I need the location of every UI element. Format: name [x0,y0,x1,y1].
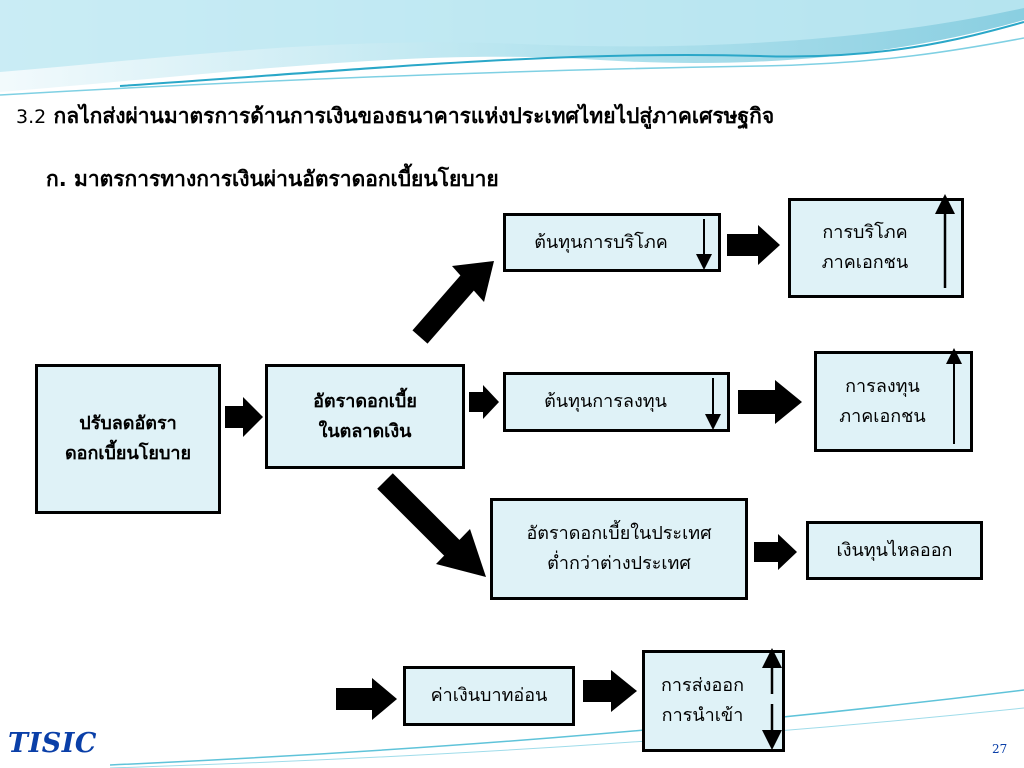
title-number: 3.2 [16,106,47,128]
consumption-cost-label: ต้นทุนการบริโภค [534,231,668,253]
capital-outflow-label: เงินทุนไหลออก [836,539,953,561]
private-consumption-box: การบริโภค ภาคเอกชน [788,198,964,298]
rate-differential-box: อัตราดอกเบี้ยในประเทศ ต่ำกว่าต่างประเทศ [490,498,748,600]
footer-swoosh [109,689,1024,768]
money-market-rate-box: อัตราดอกเบี้ย ในตลาดเงิน [265,364,465,469]
private-investment-line2: ภาคเอกชน [839,405,926,427]
private-consumption-line2: ภาคเอกชน [821,252,909,273]
money-market-line1: อัตราดอกเบี้ย [313,390,417,412]
private-consumption-line1: การบริโภค [822,222,908,244]
header-wave [0,0,1024,96]
slide-title: 3.2 กลไกส่งผ่านมาตรการด้านการเงินของธนาค… [16,100,774,133]
rate-differential-line2: ต่ำกว่าต่างประเทศ [547,553,691,574]
investment-cost-box: ต้นทุนการลงทุน [503,372,730,432]
baht-depreciation-label: ค่าเงินบาทอ่อน [430,685,548,707]
page-number: 27 [992,742,1008,756]
private-investment-box: การลงทุน ภาคเอกชน [814,351,973,452]
slide-subtitle: ก. มาตรการทางการเงินผ่านอัตราดอกเบี้ยนโย… [46,167,499,191]
baht-depreciation-box: ค่าเงินบาทอ่อน [403,666,575,726]
capital-outflow-box: เงินทุนไหลออก [806,521,983,580]
tisic-logo: TISIC [8,728,97,759]
exports-label: การส่งออก [661,675,744,697]
title-text: กลไกส่งผ่านมาตรการด้านการเงินของธนาคารแห… [53,104,775,128]
policy-rate-box: ปรับลดอัตรา ดอกเบี้ยนโยบาย [35,364,221,514]
imports-label: การนำเข้า [661,705,744,726]
private-investment-line1: การลงทุน [845,375,920,397]
investment-cost-label: ต้นทุนการลงทุน [544,391,667,413]
trade-box: การส่งออก การนำเข้า [642,650,785,752]
money-market-line2: ในตลาดเงิน [318,420,412,442]
policy-rate-line1: ปรับลดอัตรา [79,413,177,435]
consumption-cost-box: ต้นทุนการบริโภค [503,213,721,272]
rate-differential-line1: อัตราดอกเบี้ยในประเทศ [526,523,712,545]
policy-rate-line2: ดอกเบี้ยนโยบาย [64,443,192,464]
